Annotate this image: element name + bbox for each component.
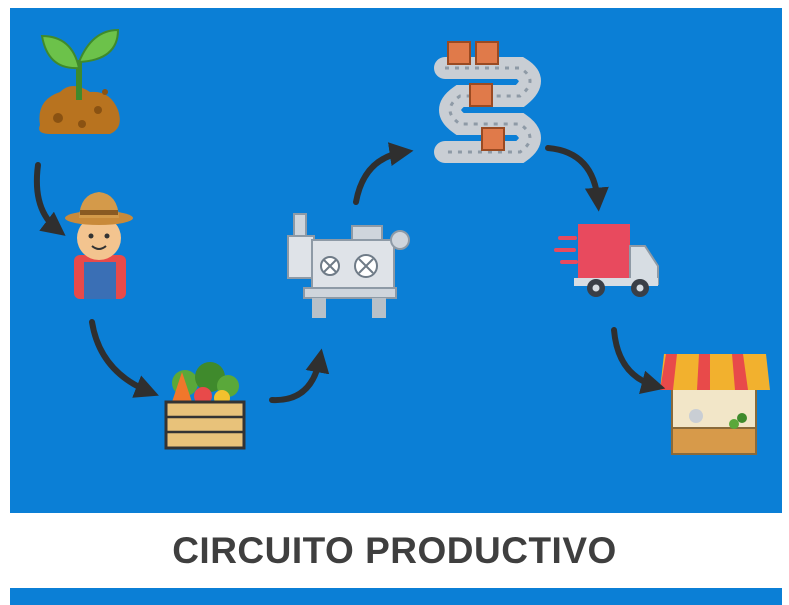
arrow-conveyor-to-truck [545, 145, 609, 212]
factory-machine-icon [287, 213, 410, 318]
page-title: CIRCUITO PRODUCTIVO [172, 529, 617, 571]
produce-crate-icon [164, 362, 246, 450]
arrow-truck-to-stall [611, 327, 666, 394]
arrow-seedling-to-farmer [33, 162, 66, 236]
arrow-farmer-to-crate [89, 319, 159, 398]
flow-arrows [33, 142, 666, 404]
delivery-truck-icon [554, 224, 659, 297]
conveyor-belt-icon [434, 41, 541, 163]
arrow-crate-to-machine [269, 348, 330, 404]
seedling-icon [39, 28, 120, 134]
bottom-bar [10, 588, 782, 605]
market-stall-icon [660, 354, 770, 455]
title-band: CIRCUITO PRODUCTIVO [0, 513, 789, 588]
farmer-icon [65, 192, 133, 299]
arrow-machine-to-conveyor [353, 142, 414, 205]
